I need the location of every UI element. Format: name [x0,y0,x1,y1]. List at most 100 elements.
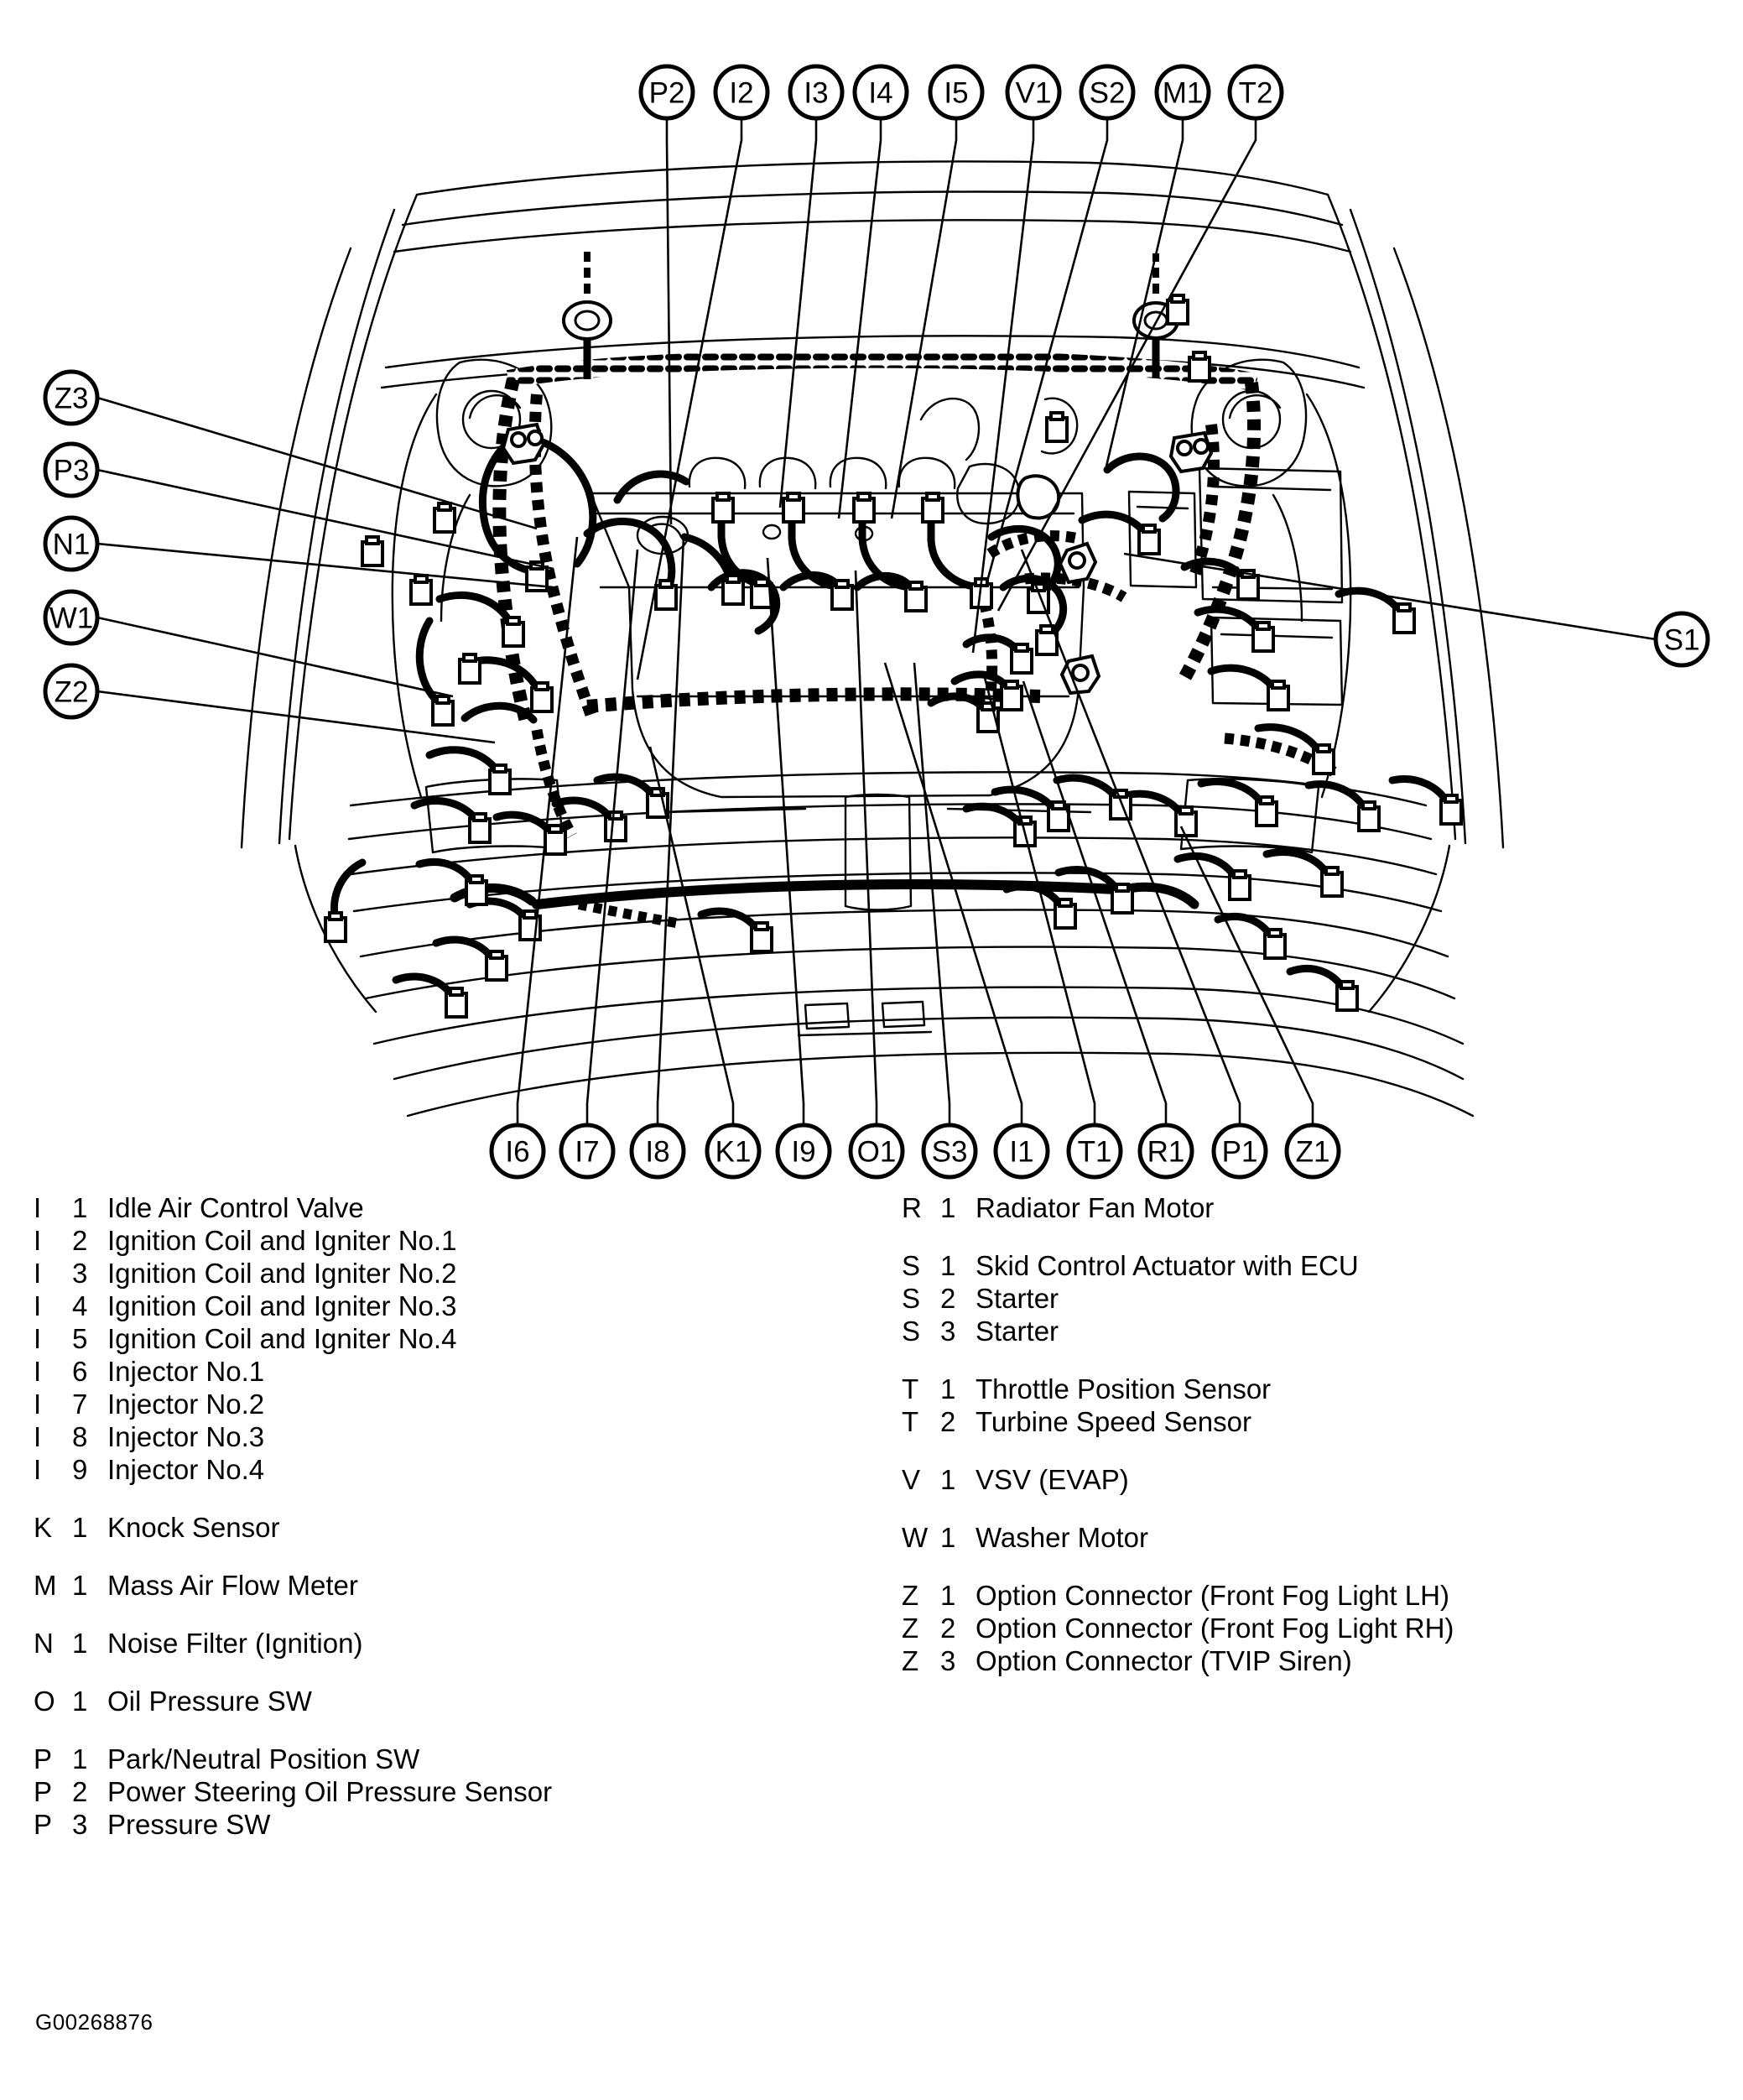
legend-item-number: 1 [72,1743,88,1774]
legend-item-number: 7 [72,1389,88,1420]
callout-r1[interactable]: R1 [1137,1123,1194,1180]
legend-item-letter: O [34,1686,55,1717]
callout-label: P1 [1222,1136,1258,1169]
legend-item-letter: T [902,1406,919,1437]
callout-i6[interactable]: I6 [489,1123,546,1180]
callout-i5[interactable]: I5 [928,64,985,121]
callout-m1[interactable]: M1 [1154,64,1211,121]
legend-item-letter: P [34,1743,53,1774]
callout-i8[interactable]: I8 [629,1123,686,1180]
legend-item-letter: S [902,1250,921,1281]
callout-circle [852,64,909,121]
callout-label: I4 [868,77,892,110]
callout-circle [788,64,845,121]
callout-t1[interactable]: T1 [1066,1123,1123,1180]
legend-item-number: 1 [940,1580,956,1611]
legend-item-letter: I [34,1290,42,1321]
legend-item-number: 1 [72,1192,88,1223]
legend-item-label: Option Connector (TVIP Siren) [976,1645,1352,1676]
legend-item-letter: M [34,1570,57,1601]
callout-label: S3 [932,1136,968,1169]
callout-i3[interactable]: I3 [788,64,845,121]
callout-n1[interactable]: N1 [43,515,100,572]
callout-s1[interactable]: S1 [1653,611,1710,668]
callout-circle [848,1123,905,1180]
legend-item-letter: I [34,1258,42,1289]
callout-i2[interactable]: I2 [713,64,770,121]
legend-item-number: 2 [940,1406,956,1437]
legend-item-letter: I [34,1225,42,1256]
callout-circle [1066,1123,1123,1180]
callout-i7[interactable]: I7 [559,1123,616,1180]
callout-label: I7 [575,1136,599,1169]
callout-t2[interactable]: T2 [1227,64,1284,121]
callout-v1[interactable]: V1 [1005,64,1062,121]
callout-i9[interactable]: I9 [775,1123,832,1180]
leader-line-i5 [890,118,958,519]
callout-s2[interactable]: S2 [1079,64,1136,121]
legend-item-letter: I [34,1389,42,1420]
callout-p3[interactable]: P3 [43,441,100,498]
legend-item-number: 1 [72,1628,88,1659]
callout-circle [1211,1123,1268,1180]
legend-item-letter: S [902,1316,921,1347]
callout-p1[interactable]: P1 [1211,1123,1268,1180]
callout-z2[interactable]: Z2 [43,663,100,720]
callout-label: V1 [1016,77,1052,110]
callout-i1[interactable]: I1 [993,1123,1050,1180]
legend-item-number: 3 [940,1645,956,1676]
callout-circle [775,1123,832,1180]
callout-w1[interactable]: W1 [43,589,100,646]
callout-circle [638,64,695,121]
callout-z1[interactable]: Z1 [1284,1123,1341,1180]
legend-item-letter: S [902,1283,921,1314]
callout-circle [1005,64,1062,121]
callout-s3[interactable]: S3 [921,1123,978,1180]
callout-label: P3 [54,455,90,487]
callout-label: I3 [804,77,828,110]
legend-item-label: Turbine Speed Sensor [976,1406,1251,1437]
legend-item-label: Mass Air Flow Meter [107,1570,358,1601]
leader-line-i6 [516,536,579,1125]
legend-item-letter: I [34,1454,42,1485]
legend-item-number: 3 [72,1809,88,1840]
callout-circle [1154,64,1211,121]
legend-item-label: Skid Control Actuator with ECU [976,1250,1359,1281]
callout-o1[interactable]: O1 [848,1123,905,1180]
callout-label: I8 [645,1136,669,1169]
legend-item-number: 1 [940,1373,956,1404]
callout-label: P2 [649,77,685,110]
callout-label: T2 [1239,77,1273,110]
leader-line-z3 [96,396,538,530]
legend-item-letter: Z [902,1645,919,1676]
legend-item-letter: I [34,1356,42,1387]
leader-line-p1 [1020,549,1241,1125]
callout-z3[interactable]: Z3 [43,369,100,426]
callout-circle [559,1123,616,1180]
callout-i4[interactable]: I4 [852,64,909,121]
leader-line-s2 [984,118,1109,588]
callout-p2[interactable]: P2 [638,64,695,121]
callout-k1[interactable]: K1 [705,1123,762,1180]
legend-item-label: Washer Motor [976,1522,1148,1553]
legend-item-label: Power Steering Oil Pressure Sensor [107,1776,553,1807]
legend-item-label: Ignition Coil and Igniter No.3 [107,1290,457,1321]
legend-item-number: 6 [72,1356,88,1387]
